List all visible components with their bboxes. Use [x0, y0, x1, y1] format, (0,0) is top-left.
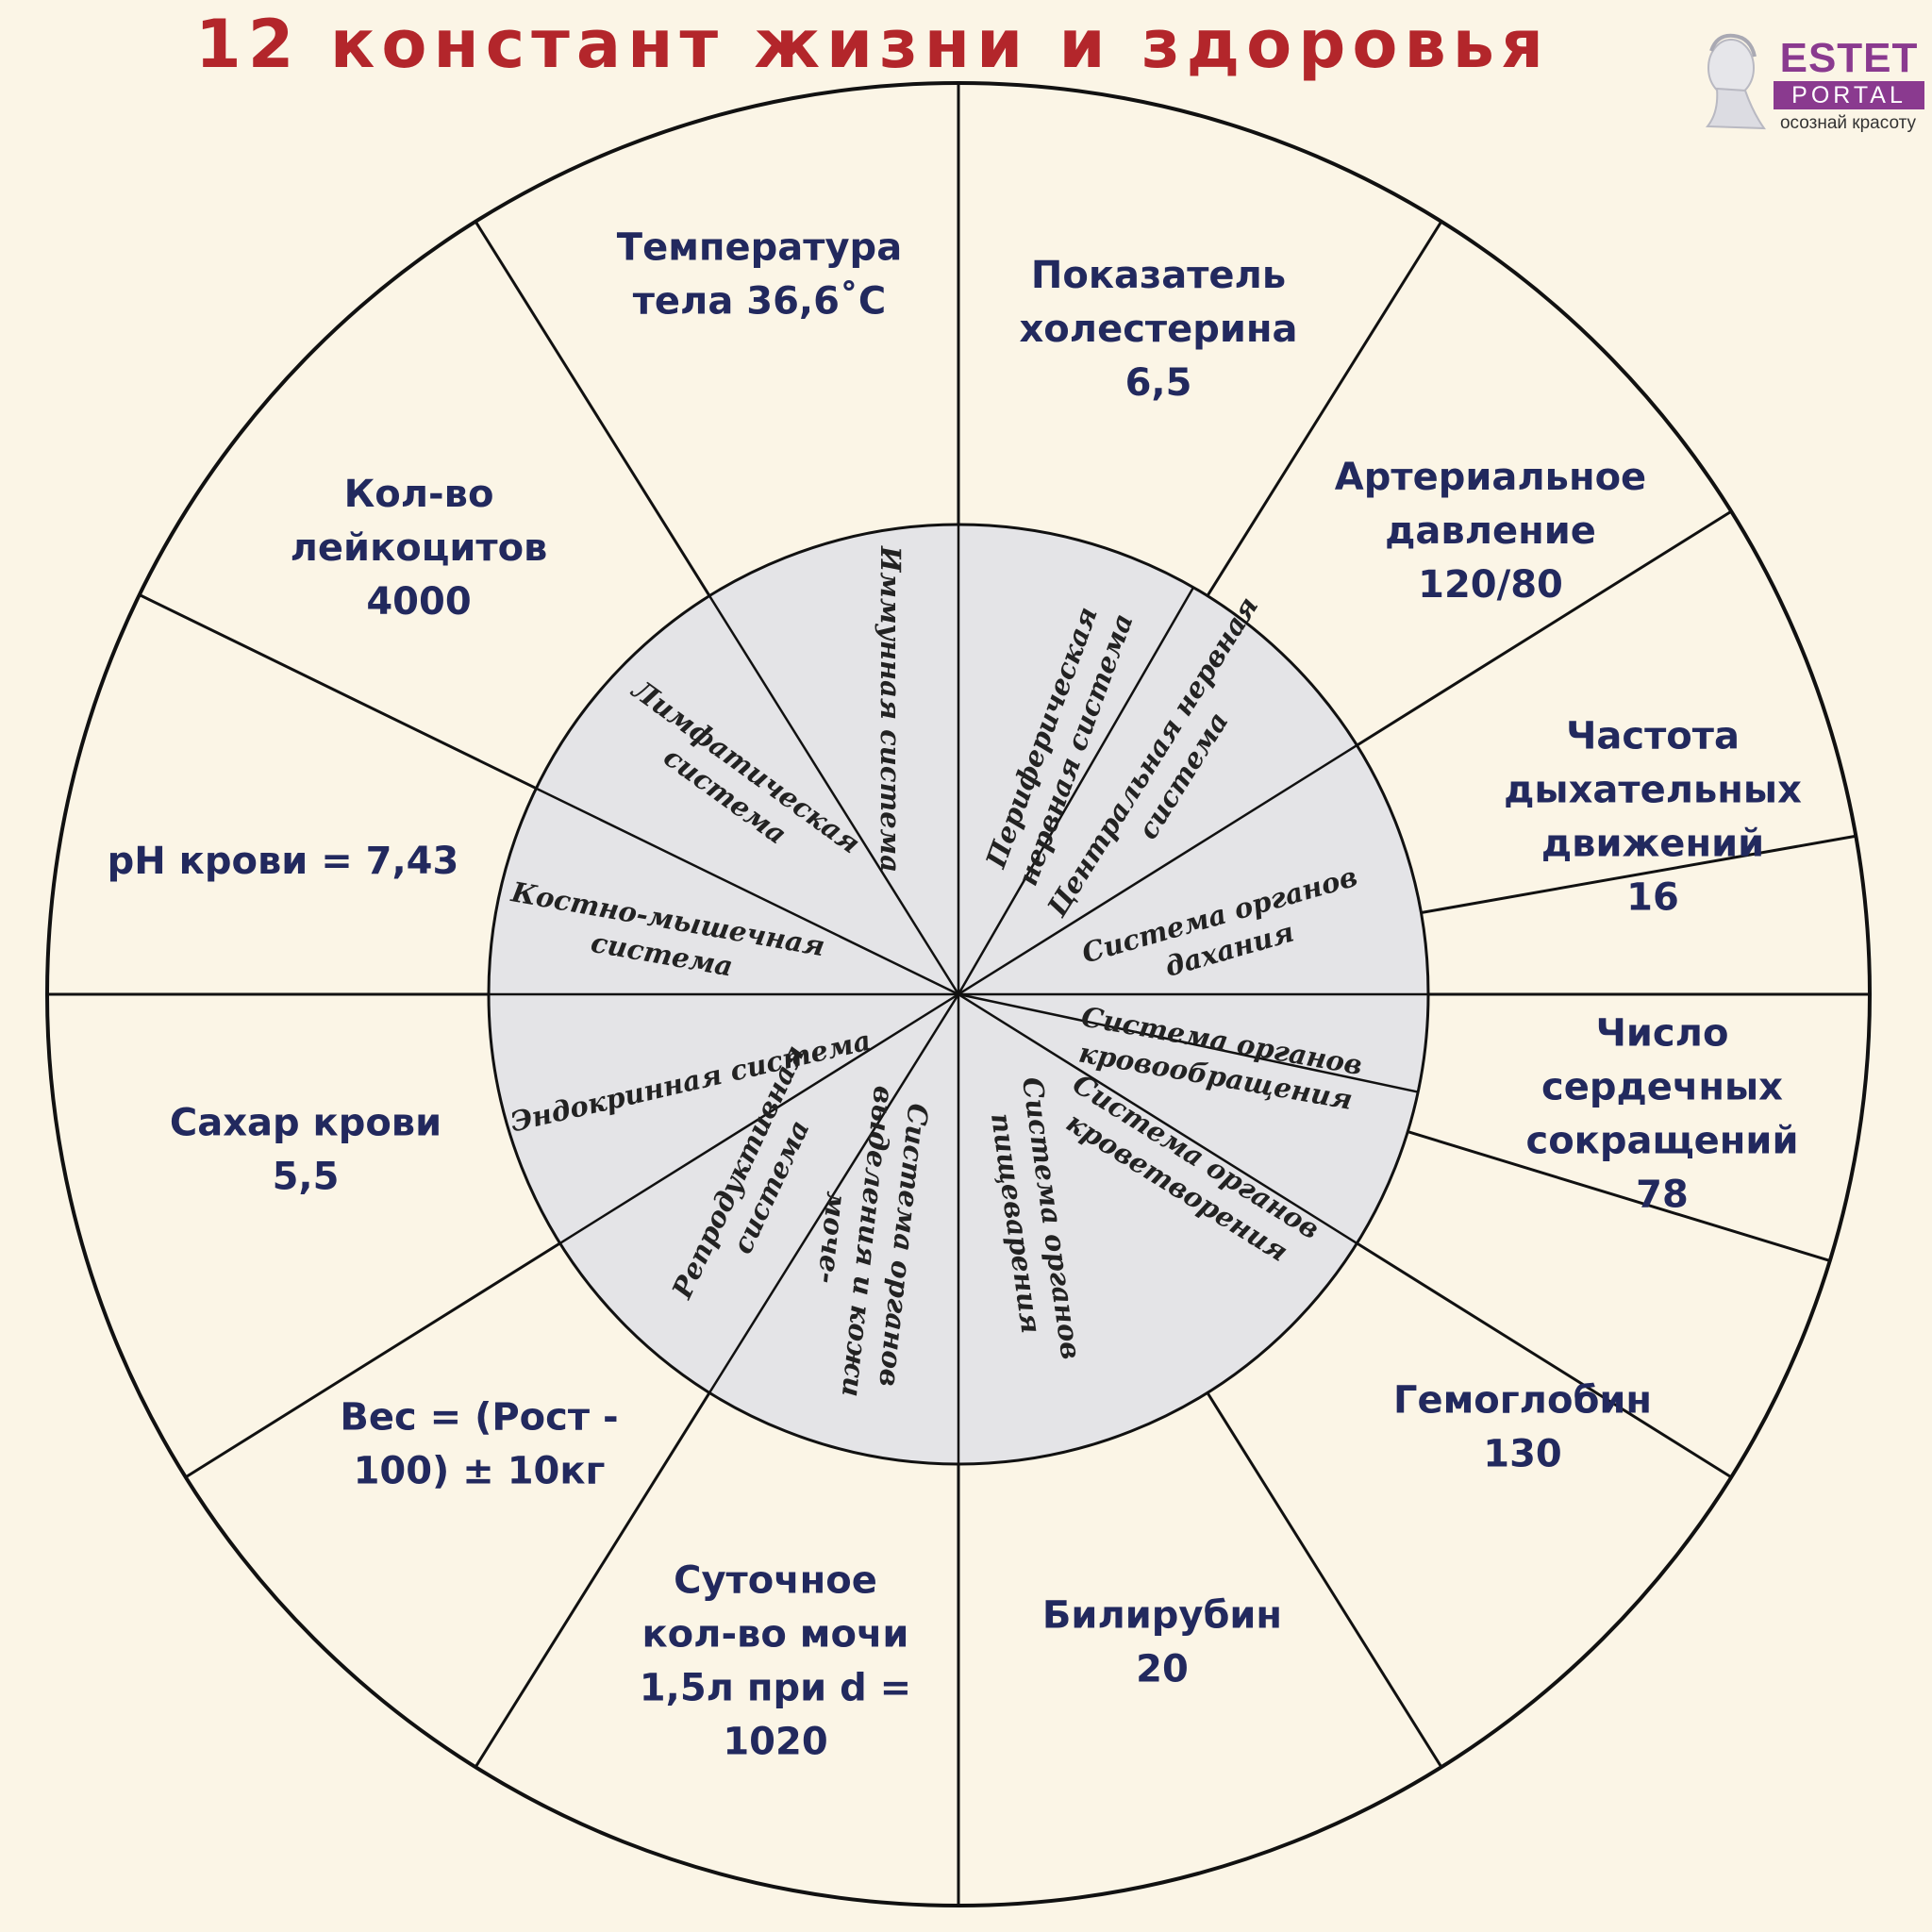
- constant-label-line: 78: [1636, 1174, 1689, 1217]
- constant-label-line: тела 36,6˚С: [633, 279, 887, 324]
- constant-label: Вес = (Рост - 100) ± 10кг: [340, 1396, 618, 1493]
- constant-label-line: 1,5л при d =: [640, 1667, 911, 1710]
- constant-label: Число сердечных сокращений 78: [1525, 1012, 1798, 1217]
- constant-label: pH крови = 7,43: [108, 840, 459, 883]
- outer-divider: [1356, 509, 1733, 747]
- constant-label-line: Вес = (Рост -: [340, 1396, 618, 1440]
- constant-label-line: 120/80: [1418, 563, 1563, 607]
- logo-tagline: осознай красоту: [1779, 113, 1917, 133]
- constant-label-line: давление: [1385, 509, 1596, 553]
- bust-icon: [1705, 33, 1766, 130]
- inner-spoke: [708, 595, 960, 995]
- outer-divider: [474, 220, 711, 597]
- constant-label: Билирубин 20: [1042, 1594, 1282, 1691]
- constant-label-line: Частота: [1566, 715, 1740, 758]
- constant-label-line: Артериальное: [1335, 456, 1646, 499]
- constant-label-line: 4000: [366, 580, 471, 624]
- outer-divider: [184, 1241, 561, 1479]
- page-title: 12 констант жизни и здоровья: [195, 6, 1550, 83]
- system-label: Иммунная система: [874, 545, 907, 873]
- constant-label-line: 1020: [723, 1721, 827, 1764]
- inner-spoke: [958, 992, 1419, 1093]
- inner-spoke: [958, 992, 1357, 1244]
- constant-label: Гемоглобин 130: [1393, 1379, 1652, 1476]
- constant-label-line: дыхательных: [1504, 769, 1802, 812]
- system-label-line: Иммунная система: [874, 545, 907, 873]
- outer-divider: [1206, 1391, 1443, 1769]
- constant-label-line: сокращений: [1525, 1120, 1798, 1163]
- constant-label-line: 100) ± 10кг: [354, 1450, 606, 1493]
- wheel-shapes: [45, 81, 1872, 1907]
- constant-label-line: движений: [1541, 823, 1764, 866]
- constant-label: Показатель холестерина 6,5: [1019, 254, 1297, 405]
- outer-divider: [1407, 1130, 1831, 1262]
- constant-label-line: 16: [1626, 876, 1679, 920]
- outer-divider: [474, 1391, 711, 1769]
- outer-divider: [1421, 834, 1857, 915]
- constant-label-line: Показатель: [1031, 254, 1286, 297]
- inner-spoke: [535, 787, 959, 996]
- constant-label: Температура тела 36,6˚С: [617, 226, 902, 324]
- logo-brand-text: ESTET: [1779, 35, 1919, 81]
- logo-sub-text: PORTAL: [1774, 81, 1924, 109]
- constant-label-line: pH крови = 7,43: [108, 840, 459, 883]
- constant-label-line: Билирубин: [1042, 1594, 1282, 1638]
- outer-divider: [139, 593, 538, 791]
- constant-label: Кол-во лейкоцитов 4000: [291, 473, 548, 624]
- constant-label: Сахар крови 5,5: [170, 1102, 441, 1199]
- constant-label: Частота дыхательных движений 16: [1504, 715, 1802, 920]
- constant-label-line: Число: [1596, 1012, 1729, 1056]
- constant-label-line: лейкоцитов: [291, 526, 548, 570]
- constant-label-line: Сахар крови: [170, 1102, 441, 1145]
- constant-label-line: сердечных: [1541, 1066, 1783, 1109]
- inner-spoke: [708, 993, 960, 1393]
- constant-label-line: Суточное: [674, 1559, 877, 1603]
- inner-spoke: [958, 744, 1357, 996]
- constant-label-line: Температура: [617, 226, 902, 270]
- brand-logo: ESTET PORTAL осознай красоту: [1679, 23, 1926, 145]
- constant-label-line: 6,5: [1125, 361, 1192, 405]
- constant-label-line: 130: [1483, 1433, 1562, 1476]
- constant-label: Артериальное давление 120/80: [1335, 456, 1646, 607]
- inner-spoke: [559, 992, 959, 1244]
- constant-label-line: 20: [1136, 1648, 1189, 1691]
- outer-divider: [1356, 1241, 1733, 1479]
- inner-spoke: [957, 587, 1195, 995]
- constant-label-line: холестерина: [1019, 308, 1297, 351]
- constant-label-line: 5,5: [273, 1156, 340, 1199]
- constant-label-line: Кол-во: [344, 473, 494, 516]
- outer-divider: [1206, 220, 1443, 597]
- constant-label-line: Гемоглобин: [1393, 1379, 1652, 1423]
- constant-label-line: кол-во мочи: [642, 1613, 909, 1657]
- constant-label: Суточное кол-во мочи 1,5л при d = 1020: [640, 1559, 911, 1764]
